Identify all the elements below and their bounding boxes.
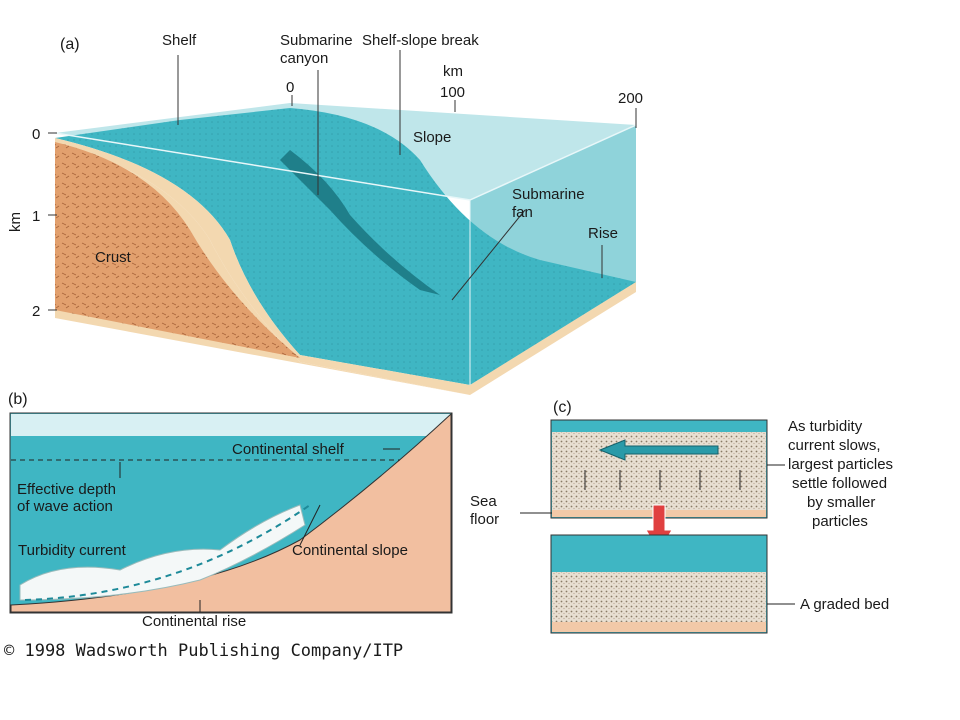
label-sea-floor-1: Sea [470, 493, 497, 510]
axis-ticks [48, 50, 637, 311]
x-tick-0: 0 [286, 79, 294, 96]
label-canyon-1: Submarine [280, 32, 353, 49]
label-canyon-2: canyon [280, 50, 328, 67]
panel-b-label: (b) [8, 391, 28, 408]
label-wave-2: of wave action [17, 498, 113, 515]
copyright-notice: © 1998 Wadsworth Publishing Company/ITP [4, 641, 403, 661]
panel-c-graded-bed: (c) As turbidity current slows, largest … [470, 399, 893, 634]
graded-bed-layer [552, 572, 766, 622]
x-tick-200: 200 [618, 90, 643, 107]
seafloor-texture [55, 108, 636, 385]
y-axis-unit: km [7, 212, 24, 232]
current-arrow [24, 504, 311, 601]
label-shelf-slope-break: Shelf-slope break [362, 32, 479, 49]
panel-a-block-diagram: (a) Shelf Submarine canyon Shelf-slope b… [7, 32, 643, 395]
label-slope: Slope [413, 129, 451, 146]
submarine-canyon [280, 150, 440, 295]
label-shelf: Shelf [162, 32, 197, 49]
label-fan-1: Submarine [512, 186, 585, 203]
y-tick-1: 1 [32, 208, 40, 225]
current-direction-arrow [598, 439, 719, 461]
turbidity-cloud [19, 504, 306, 601]
crust-texture [55, 142, 300, 358]
panel-b-cross-section: (b) Continental shelf Effective depth of… [8, 391, 453, 630]
sky [11, 414, 451, 436]
label-crust: Crust [95, 249, 132, 266]
note-line-2: current slows, [788, 437, 881, 454]
y-tick-0: 0 [32, 126, 40, 143]
label-rise: Rise [588, 225, 618, 242]
label-graded-bed: A graded bed [800, 596, 889, 613]
settling-particles [552, 432, 766, 510]
label-continental-rise: Continental rise [142, 613, 246, 630]
label-fan-2: fan [512, 204, 533, 221]
y-tick-2: 2 [32, 303, 40, 320]
note-line-6: particles [812, 513, 868, 530]
note-line-4: settle followed [792, 475, 887, 492]
panel-a-label: (a) [60, 36, 80, 53]
settling-arrows [584, 470, 741, 490]
note-line-5: by smaller [807, 494, 875, 511]
x-tick-100: 100 [440, 84, 465, 101]
panel-c-label: (c) [553, 399, 572, 416]
label-continental-slope: Continental slope [292, 542, 408, 559]
note-line-3: largest particles [788, 456, 893, 473]
label-wave-1: Effective depth [17, 481, 116, 498]
label-continental-shelf: Continental shelf [232, 441, 345, 458]
note-line-1: As turbidity [788, 418, 863, 435]
label-turbidity-current: Turbidity current [18, 542, 127, 559]
x-axis-unit: km [443, 63, 463, 80]
label-sea-floor-2: floor [470, 511, 499, 528]
